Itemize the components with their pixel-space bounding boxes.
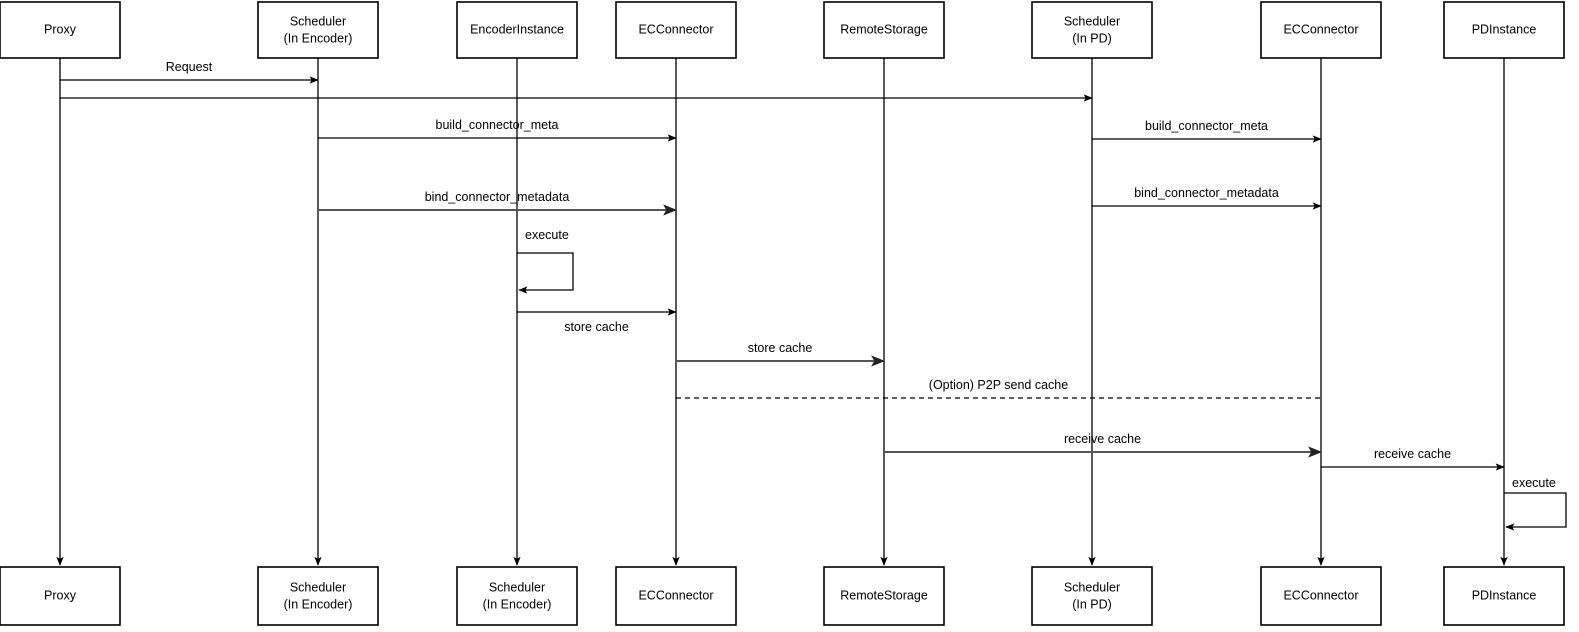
message-label: build_connector_meta — [436, 118, 559, 132]
self-call-arrow — [517, 252, 574, 294]
message-m9: (Option) P2P send cache — [676, 378, 1321, 399]
message-m10: receive cache — [884, 432, 1323, 458]
participant-scheduler_enc-bottom[interactable]: Scheduler (In Encoder) — [257, 566, 379, 626]
participant-ec_connector_a-top[interactable]: ECConnector — [615, 1, 737, 59]
participant-box[interactable] — [0, 1, 121, 59]
participant-name: EncoderInstance — [470, 22, 564, 36]
participant-qualifier: (In Encoder) — [284, 597, 353, 611]
participant-qualifier: (In Encoder) — [483, 597, 552, 611]
participant-box[interactable] — [823, 1, 945, 59]
message-label: receive cache — [1064, 432, 1141, 446]
self-call-s2: execute — [1504, 476, 1567, 531]
participant-scheduler_pd-bottom[interactable]: Scheduler (In PD) — [1031, 566, 1153, 626]
participant-ec_connector_a-bottom[interactable]: ECConnector — [615, 566, 737, 626]
participant-box[interactable] — [1260, 1, 1382, 59]
self-calls-layer: execute execute — [517, 228, 1567, 531]
participant-name: ECConnector — [638, 22, 713, 36]
participant-box[interactable] — [615, 566, 737, 626]
participant-box[interactable] — [1031, 1, 1153, 59]
participant-qualifier: (In PD) — [1072, 597, 1112, 611]
message-m11: receive cache — [1321, 447, 1505, 471]
participant-box[interactable] — [456, 566, 578, 626]
participant-box[interactable] — [456, 1, 578, 59]
message-label: (Option) P2P send cache — [929, 378, 1068, 392]
message-label: bind_connector_metadata — [425, 190, 570, 204]
participant-name: Scheduler — [1064, 14, 1120, 28]
participant-box[interactable] — [615, 1, 737, 59]
message-label: receive cache — [1374, 447, 1451, 461]
participant-box[interactable] — [823, 566, 945, 626]
messages-layer: Request build_connector_meta build_connect… — [60, 60, 1505, 471]
participant-box[interactable] — [257, 1, 379, 59]
self-call-label: execute — [525, 228, 569, 242]
lifelines-layer — [56, 58, 1508, 566]
self-call-label: execute — [1512, 476, 1556, 490]
participant-name: Scheduler — [290, 580, 346, 594]
participant-encoder_inst-bottom[interactable]: Scheduler (In Encoder) — [456, 566, 578, 626]
participant-name: PDInstance — [1472, 22, 1537, 36]
self-call-s1: execute — [517, 228, 574, 294]
participant-name: ECConnector — [638, 588, 713, 602]
participant-scheduler_enc-top[interactable]: Scheduler (In Encoder) — [257, 1, 379, 59]
self-call-arrow — [1504, 492, 1567, 531]
participant-name: Scheduler — [1064, 580, 1120, 594]
message-m6: bind_connector_metadata — [1092, 186, 1322, 210]
participant-name: Proxy — [44, 588, 77, 602]
participant-ec_connector_b-top[interactable]: ECConnector — [1260, 1, 1382, 59]
message-label: store cache — [748, 341, 813, 355]
participant-scheduler_pd-top[interactable]: Scheduler (In PD) — [1031, 1, 1153, 59]
message-label: Request — [166, 60, 213, 74]
participant-remote_storage-bottom[interactable]: RemoteStorage — [823, 566, 945, 626]
participant-proxy-top[interactable]: Proxy — [0, 1, 121, 59]
message-m1: Request — [60, 60, 319, 84]
participant-pd_instance-top[interactable]: PDInstance — [1443, 1, 1565, 59]
participant-box[interactable] — [1443, 1, 1565, 59]
participant-name: ECConnector — [1283, 588, 1358, 602]
participant-name: ECConnector — [1283, 22, 1358, 36]
message-m8: store cache — [676, 341, 886, 367]
participant-box[interactable] — [1443, 566, 1565, 626]
participant-qualifier: (In PD) — [1072, 31, 1112, 45]
participant-name: Scheduler — [489, 580, 545, 594]
participant-name: PDInstance — [1472, 588, 1537, 602]
message-m7: store cache — [517, 308, 677, 334]
participant-qualifier: (In Encoder) — [284, 31, 353, 45]
message-m3: build_connector_meta — [318, 118, 677, 142]
participant-name: RemoteStorage — [840, 22, 928, 36]
participant-box[interactable] — [1260, 566, 1382, 626]
message-m5: bind_connector_metadata — [318, 190, 678, 216]
participant-name: Scheduler — [290, 14, 346, 28]
participant-name: RemoteStorage — [840, 588, 928, 602]
participant-encoder_inst-top[interactable]: EncoderInstance — [456, 1, 578, 59]
message-label: store cache — [564, 320, 629, 334]
participant-proxy-bottom[interactable]: Proxy — [0, 566, 121, 626]
message-label: bind_connector_metadata — [1134, 186, 1279, 200]
participant-remote_storage-top[interactable]: RemoteStorage — [823, 1, 945, 59]
message-m4: build_connector_meta — [1092, 119, 1322, 143]
participant-pd_instance-bottom[interactable]: PDInstance — [1443, 566, 1565, 626]
participant-name: Proxy — [44, 22, 77, 36]
participant-box[interactable] — [257, 566, 379, 626]
message-label: build_connector_meta — [1145, 119, 1268, 133]
participant-ec_connector_b-bottom[interactable]: ECConnector — [1260, 566, 1382, 626]
participant-box[interactable] — [1031, 566, 1153, 626]
participant-box[interactable] — [0, 566, 121, 626]
